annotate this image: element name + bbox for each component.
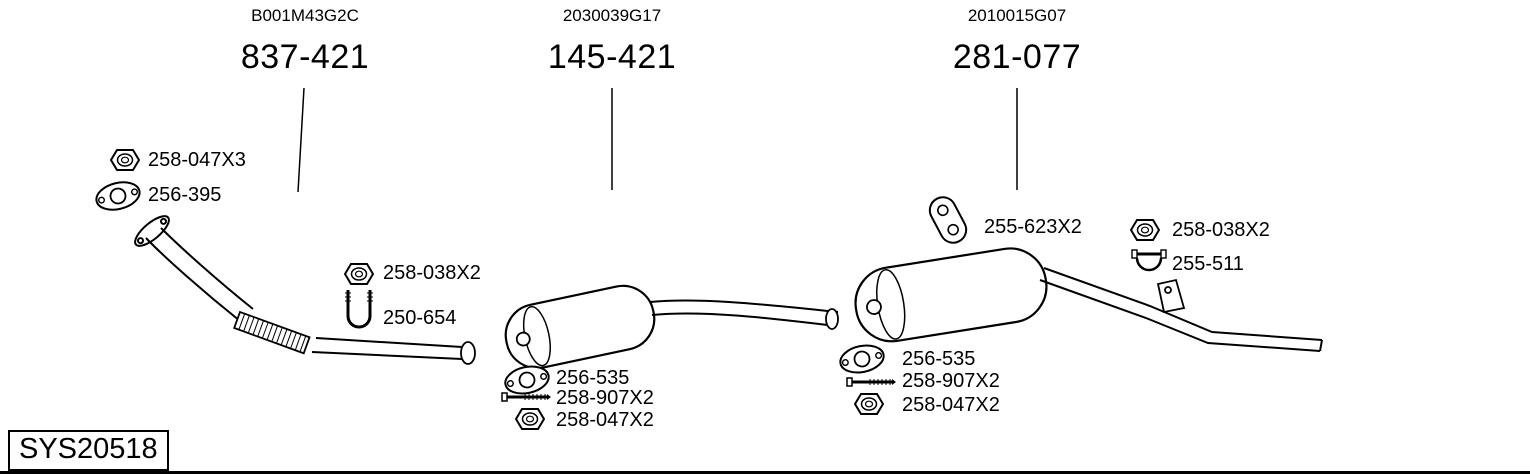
assembly-leader-lines [297, 87, 1018, 193]
part-label: 250-654 [383, 307, 457, 329]
front-muffler [504, 284, 656, 370]
rubber-hanger-icon [924, 191, 972, 249]
nut-icon [344, 263, 374, 285]
part-label: 258-047X2 [556, 409, 654, 431]
u-bolt-clamp-icon [343, 288, 375, 329]
assembly-code: 2030039G17 [562, 6, 662, 25]
bolt-icon [846, 376, 896, 388]
assembly-number: 837-421 [240, 38, 370, 76]
part-label: 258-907X2 [902, 370, 1000, 392]
tailpipe-hanger-bracket [1156, 278, 1186, 314]
part-label: 258-038X2 [383, 262, 481, 284]
assembly-code: B001M43G2C [251, 6, 359, 25]
flex-pipe-section [233, 310, 311, 355]
nut-icon [854, 393, 884, 415]
part-label: 256-535 [902, 348, 976, 370]
tail-pipe [1039, 267, 1323, 352]
clamp-icon [1130, 248, 1168, 272]
gasket-icon [836, 340, 888, 378]
part-label: 258-047X2 [902, 394, 1000, 416]
part-label: 256-535 [556, 367, 630, 389]
nut-icon [1130, 219, 1160, 241]
assembly-number: 281-077 [952, 38, 1082, 76]
part-label: 258-038X2 [1172, 219, 1270, 241]
nut-icon [110, 149, 140, 171]
nut-icon [515, 408, 545, 430]
part-label: 255-511 [1172, 253, 1244, 275]
part-label: 258-907X2 [556, 387, 654, 409]
part-label: 258-047X3 [148, 149, 246, 171]
assembly-number: 145-421 [547, 38, 677, 76]
part-label: 255-623X2 [984, 216, 1082, 238]
bottom-border-line [0, 471, 1530, 474]
rear-muffler [854, 247, 1048, 343]
gasket-icon [92, 177, 144, 215]
mid-pipe [649, 299, 839, 330]
part-label: 256-395 [148, 184, 222, 206]
system-id-box: SYS20518 [8, 430, 169, 471]
assembly-code: 2010015G07 [967, 6, 1067, 25]
system-id: SYS20518 [19, 433, 158, 465]
front-pipe [134, 215, 476, 365]
